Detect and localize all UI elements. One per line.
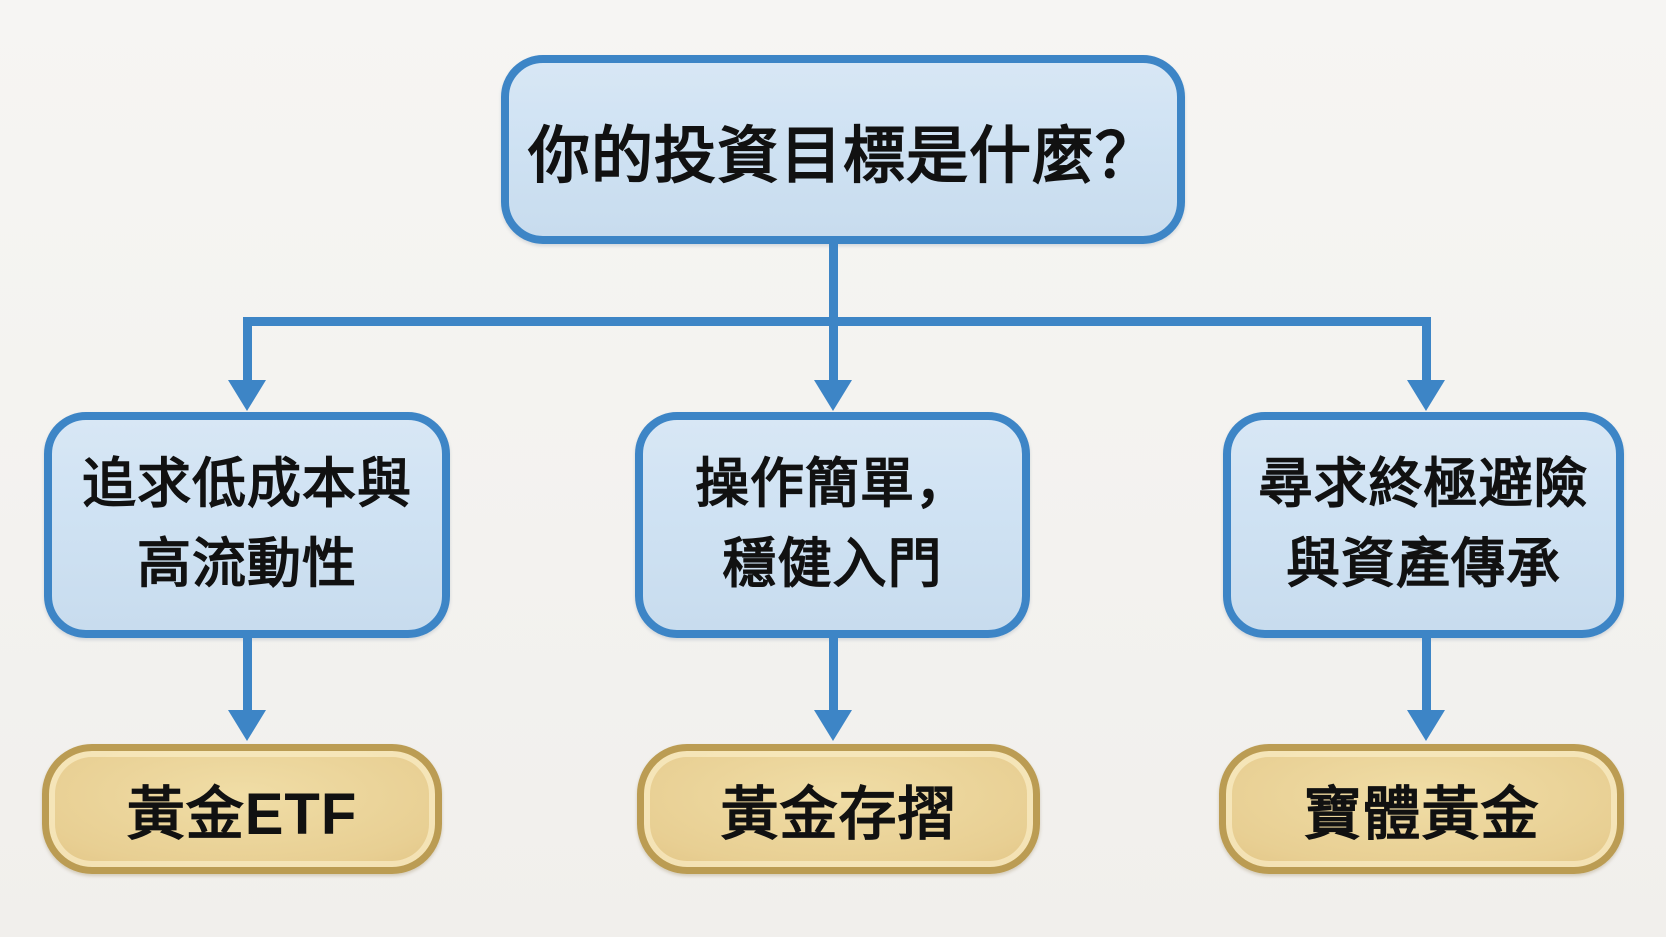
condition-label-line2: 與資產傳承 — [1286, 534, 1561, 594]
arrowhead-to-left-condition — [228, 380, 266, 411]
condition-label-line1: 操作簡單， — [695, 454, 970, 515]
result-label: 黃金ETF — [126, 782, 358, 847]
condition-label-line2: 高流動性 — [137, 534, 357, 594]
connector-left-result-stem — [243, 638, 252, 712]
connector-left-drop — [243, 317, 252, 383]
condition-box-simple-entry: 操作簡單， 穩健入門 — [635, 412, 1030, 638]
connector-middle-result-stem — [829, 638, 838, 712]
connector-distribution-line — [243, 317, 1431, 326]
condition-label-line2: 穩健入門 — [722, 534, 943, 594]
condition-box-low-cost: 追求低成本與 高流動性 — [44, 412, 450, 638]
result-label: 黃金存摺 — [720, 782, 957, 847]
arrowhead-to-middle-result — [814, 710, 852, 741]
arrowhead-to-right-result — [1407, 710, 1445, 741]
connector-right-drop — [1422, 317, 1431, 383]
connector-right-result-stem — [1422, 638, 1431, 712]
condition-label-line1: 尋求終極避險 — [1258, 454, 1589, 515]
root-question-box: 你的投資目標是什麼？ — [501, 55, 1185, 244]
result-label: 寶體黃金 — [1303, 782, 1540, 847]
result-box-gold-etf: 黃金ETF — [42, 744, 442, 874]
arrowhead-to-middle-condition — [814, 380, 852, 411]
root-question-label: 你的投資目標是什麼？ — [527, 121, 1158, 191]
arrowhead-to-right-condition — [1407, 380, 1445, 411]
connector-root-stem — [829, 244, 838, 383]
condition-box-hedge-legacy: 尋求終極避險 與資產傳承 — [1223, 412, 1624, 638]
result-box-physical-gold: 寶體黃金 — [1219, 744, 1624, 874]
arrowhead-to-left-result — [228, 710, 266, 741]
condition-label-line1: 追求低成本與 — [82, 454, 412, 515]
result-box-gold-passbook: 黃金存摺 — [637, 744, 1040, 874]
